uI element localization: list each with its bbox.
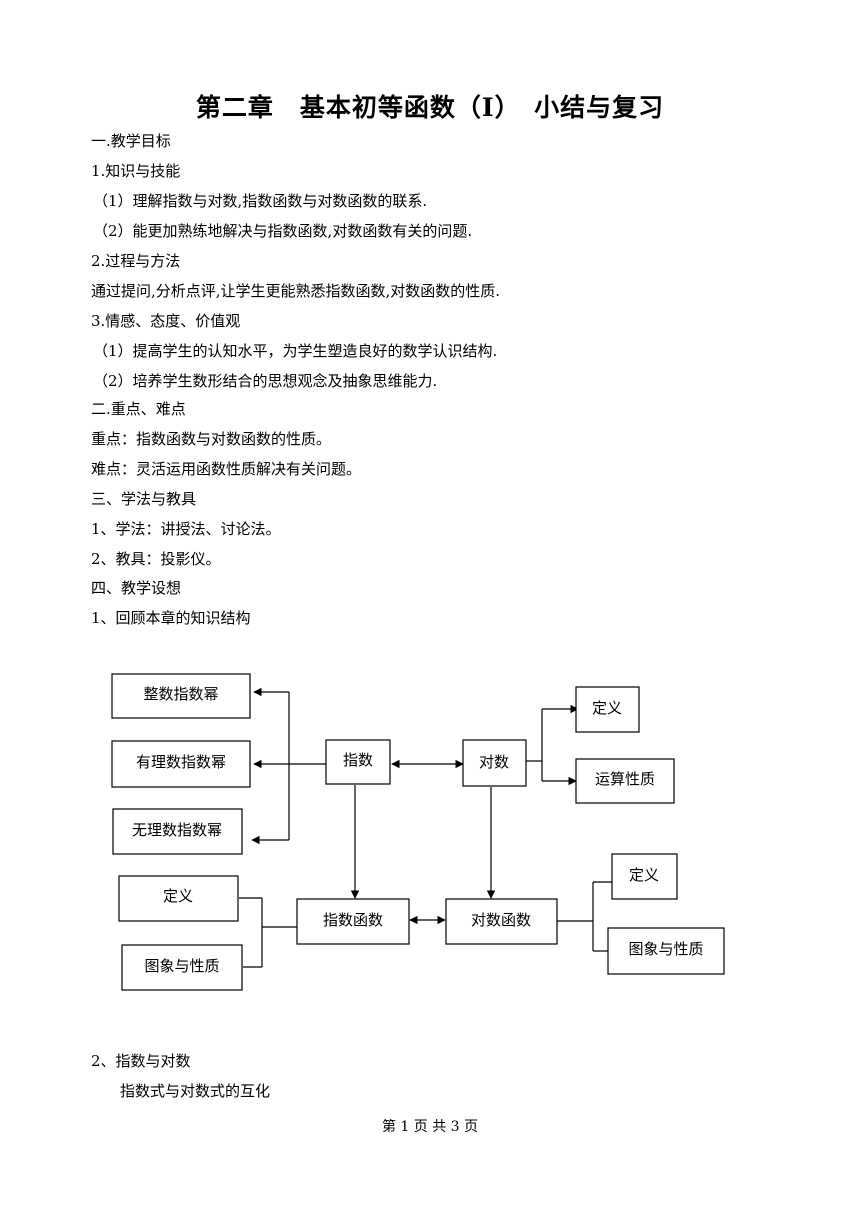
subheading-conversion: 指数式与对数式的互化	[120, 1082, 271, 1100]
objective-item: （2）培养学生数形结合的思想观念及抽象思维能力.	[93, 372, 438, 390]
subheading-knowledge-skills: 1.知识与技能	[91, 162, 181, 180]
box-log-properties: 运算性质	[575, 758, 675, 804]
box-label: 对数	[479, 753, 509, 771]
paragraph-tools: 2、教具：投影仪。	[91, 550, 221, 568]
subheading-knowledge-structure: 1、回顾本章的知识结构	[91, 609, 251, 627]
objective-item: （2）能更加熟练地解决与指数函数,对数函数有关的问题.	[93, 222, 473, 240]
box-label: 对数函数	[471, 911, 531, 929]
section-heading-methods-tools: 三、学法与教具	[91, 490, 197, 508]
box-exp-function: 指数函数	[296, 898, 410, 945]
subheading-attitude-values: 3.情感、态度、价值观	[91, 312, 241, 330]
box-integer-power: 整数指数幂	[111, 673, 251, 719]
paragraph-methods: 1、学法：讲授法、讨论法。	[91, 520, 281, 538]
section-heading-exponent-logarithm: 2、指数与对数	[91, 1052, 191, 1070]
subheading-process-method: 2.过程与方法	[91, 252, 181, 270]
paragraph: 通过提问,分析点评,让学生更能熟悉指数函数,对数函数的性质.	[91, 282, 501, 300]
box-label: 图象与性质	[144, 957, 219, 975]
objective-item: （1）理解指数与对数,指数函数与对数函数的联系.	[93, 192, 428, 210]
box-log-func-graph: 图象与性质	[607, 927, 725, 975]
box-label: 有理数指数幂	[136, 753, 226, 771]
box-label: 无理数指数幂	[132, 821, 222, 839]
box-irrational-power: 无理数指数幂	[112, 808, 243, 855]
box-label: 指数函数	[323, 911, 383, 929]
paragraph-keypoint: 重点：指数函数与对数函数的性质。	[91, 430, 332, 448]
box-label: 定义	[592, 699, 622, 717]
box-label: 定义	[629, 866, 659, 884]
box-label: 运算性质	[595, 770, 655, 788]
section-heading-objectives: 一.教学目标	[91, 132, 171, 150]
page-footer: 第 1 页 共 3 页	[381, 1119, 479, 1135]
box-log-func-definition: 定义	[611, 853, 678, 900]
box-label: 指数	[343, 751, 373, 769]
box-log-definition: 定义	[575, 686, 640, 733]
section-heading-keypoints: 二.重点、难点	[91, 400, 186, 418]
objective-item: （1）提高学生的认知水平，为学生塑造良好的数学认识结构.	[93, 342, 498, 360]
box-exponent: 指数	[325, 739, 391, 785]
section-heading-teaching-plan: 四、教学设想	[91, 579, 182, 597]
paragraph-difficulty: 难点：灵活运用函数性质解决有关问题。	[91, 460, 362, 478]
box-label: 图象与性质	[628, 940, 703, 958]
page-title: 第二章 基本初等函数（Ⅰ） 小结与复习	[195, 93, 665, 122]
diagram-connectors	[239, 687, 612, 968]
box-label: 整数指数幂	[143, 685, 218, 703]
box-exp-func-graph: 图象与性质	[121, 944, 243, 991]
box-rational-power: 有理数指数幂	[111, 740, 251, 788]
box-logarithm: 对数	[462, 739, 527, 787]
box-exp-func-definition: 定义	[118, 875, 239, 922]
box-label: 定义	[163, 887, 193, 905]
box-log-function: 对数函数	[445, 898, 558, 945]
